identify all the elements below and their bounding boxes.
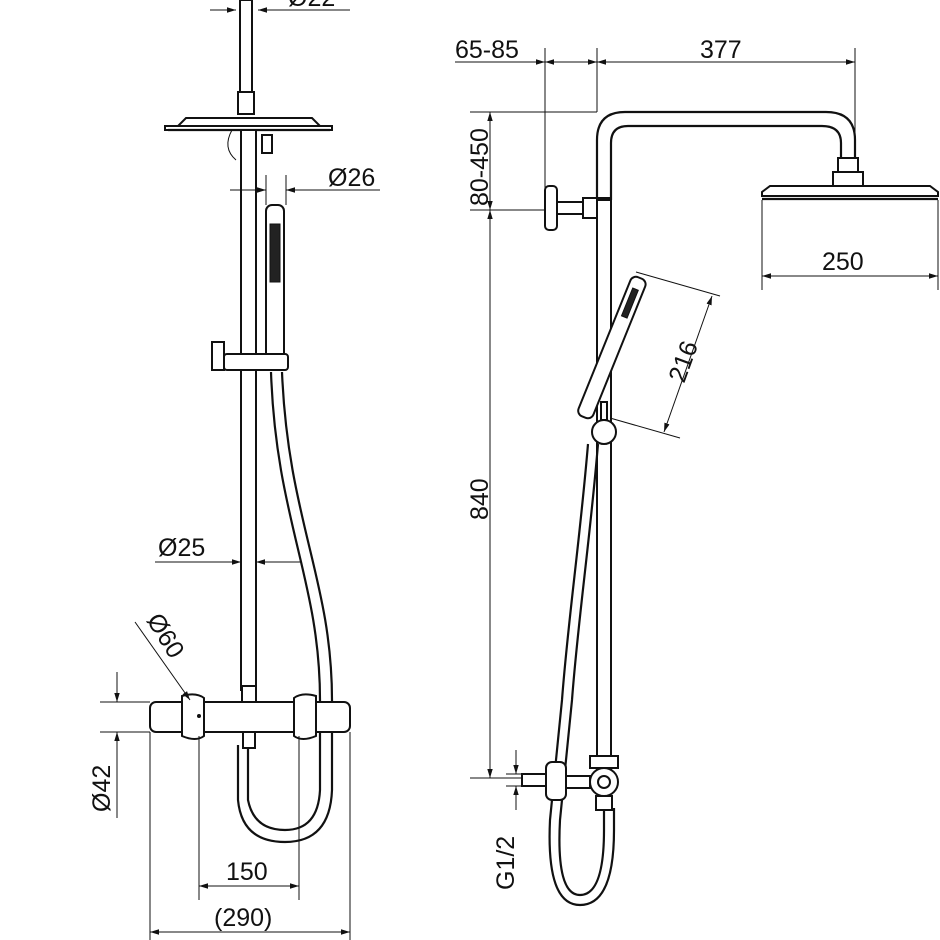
handshower-front (265, 204, 285, 361)
shower-head-side (761, 185, 939, 201)
height-adjust-dimension: 80-450 (466, 111, 597, 211)
top-pipe-dimension: Ø22 (210, 0, 350, 13)
front-view: Ø22 Ø26 (88, 0, 380, 940)
rail-side (596, 199, 612, 779)
dim-rail-height: 840 (466, 478, 494, 520)
handshower-diameter-dimension: Ø26 (230, 164, 380, 205)
top-pipe (237, 0, 255, 115)
dim-handshower-length: 216 (663, 337, 704, 386)
thread-dimension: G1/2 (492, 750, 528, 890)
side-view: 65-85 377 250 (455, 36, 939, 907)
dim-handshower-diameter: Ø26 (328, 164, 375, 192)
dim-overall-width: (290) (214, 904, 272, 932)
inlet-distance-dimension: 150 (198, 736, 300, 900)
dim-height-adjust: 80-450 (466, 128, 494, 206)
dim-arm-reach: 377 (700, 36, 742, 64)
slider-holder-front (211, 341, 289, 371)
shower-arm (595, 110, 864, 200)
dim-head-width: 250 (822, 248, 864, 276)
valve-body-front (149, 685, 351, 749)
hose-front (236, 371, 334, 844)
overall-width-dimension: (290) (149, 732, 351, 940)
knob-diameter-dimension: Ø60 (134, 608, 191, 701)
dim-top-pipe: Ø22 (288, 0, 335, 12)
dim-knob-diameter: Ø60 (141, 608, 190, 663)
handshower-side (577, 275, 647, 420)
dim-inlet-distance: 150 (226, 858, 268, 886)
hose-side (548, 443, 616, 907)
rail-front (240, 129, 257, 691)
rail-height-dimension: 840 (466, 210, 545, 779)
valve-side (521, 755, 619, 811)
dim-rail-diameter: Ø25 (158, 534, 205, 562)
head-width-dimension: 250 (761, 200, 939, 290)
rail-diameter-dimension: Ø25 (155, 534, 300, 565)
dim-valve-body-diameter: Ø42 (88, 765, 116, 812)
slider-holder-side (591, 401, 617, 445)
dim-wall-offset: 65-85 (455, 36, 519, 64)
shower-head-front (164, 117, 333, 161)
valve-height-dimension: Ø42 (88, 672, 150, 818)
dim-thread-size: G1/2 (492, 836, 520, 890)
